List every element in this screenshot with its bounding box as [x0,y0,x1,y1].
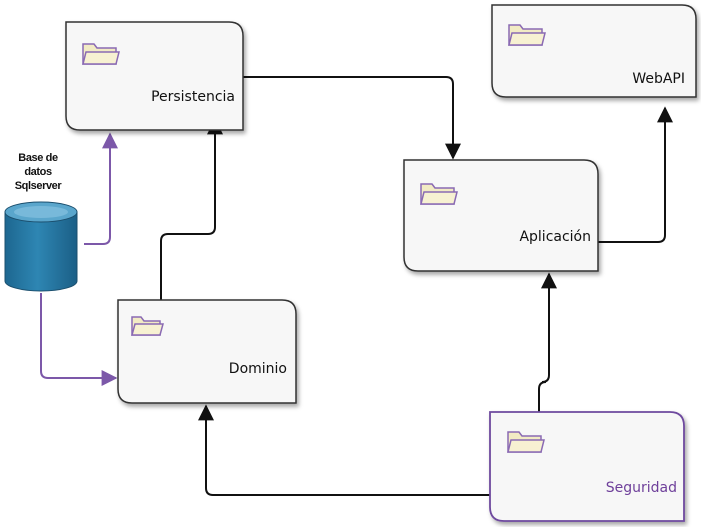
package-box [403,159,599,272]
folder-icon [420,183,458,205]
node-label-seguridad: Seguridad [605,480,677,496]
package-seguridad[interactable] [489,411,685,522]
connector-dominio-to-persistencia [160,118,223,300]
connector-persistencia-to-aplicacion [243,76,461,160]
connector-database-to-dominio [40,293,118,386]
node-label-dominio: Dominio [228,361,287,377]
connector-seguridad-to-aplicacion [538,272,557,412]
node-label-aplicacion: Aplicación [519,229,591,245]
package-box [65,21,244,131]
package-aplicacion[interactable] [403,159,599,272]
folder-icon [82,43,120,65]
package-webapi[interactable] [491,4,697,98]
package-dominio[interactable] [117,299,297,404]
connector-seguridad-to-dominio [198,404,490,496]
package-box [117,299,297,404]
package-persistencia[interactable] [65,21,244,131]
connector-aplicacion-to-webapi [598,106,673,243]
package-box [489,411,685,522]
package-box [491,4,697,98]
database-label-line: Base de [18,152,58,164]
node-label-webapi: WebAPI [632,71,685,87]
folder-icon [508,24,546,46]
connector-database-to-persistencia [84,132,118,245]
database-label-line: datos [24,166,52,178]
node-label-persistencia: Persistencia [151,89,235,105]
database-label-line: Sqlserver [14,180,62,192]
database-label: Base de datos Sqlserver [0,151,76,193]
connectors [40,76,673,496]
folder-icon [507,431,545,453]
database-icon[interactable] [4,201,78,292]
folder-icon [131,316,164,336]
